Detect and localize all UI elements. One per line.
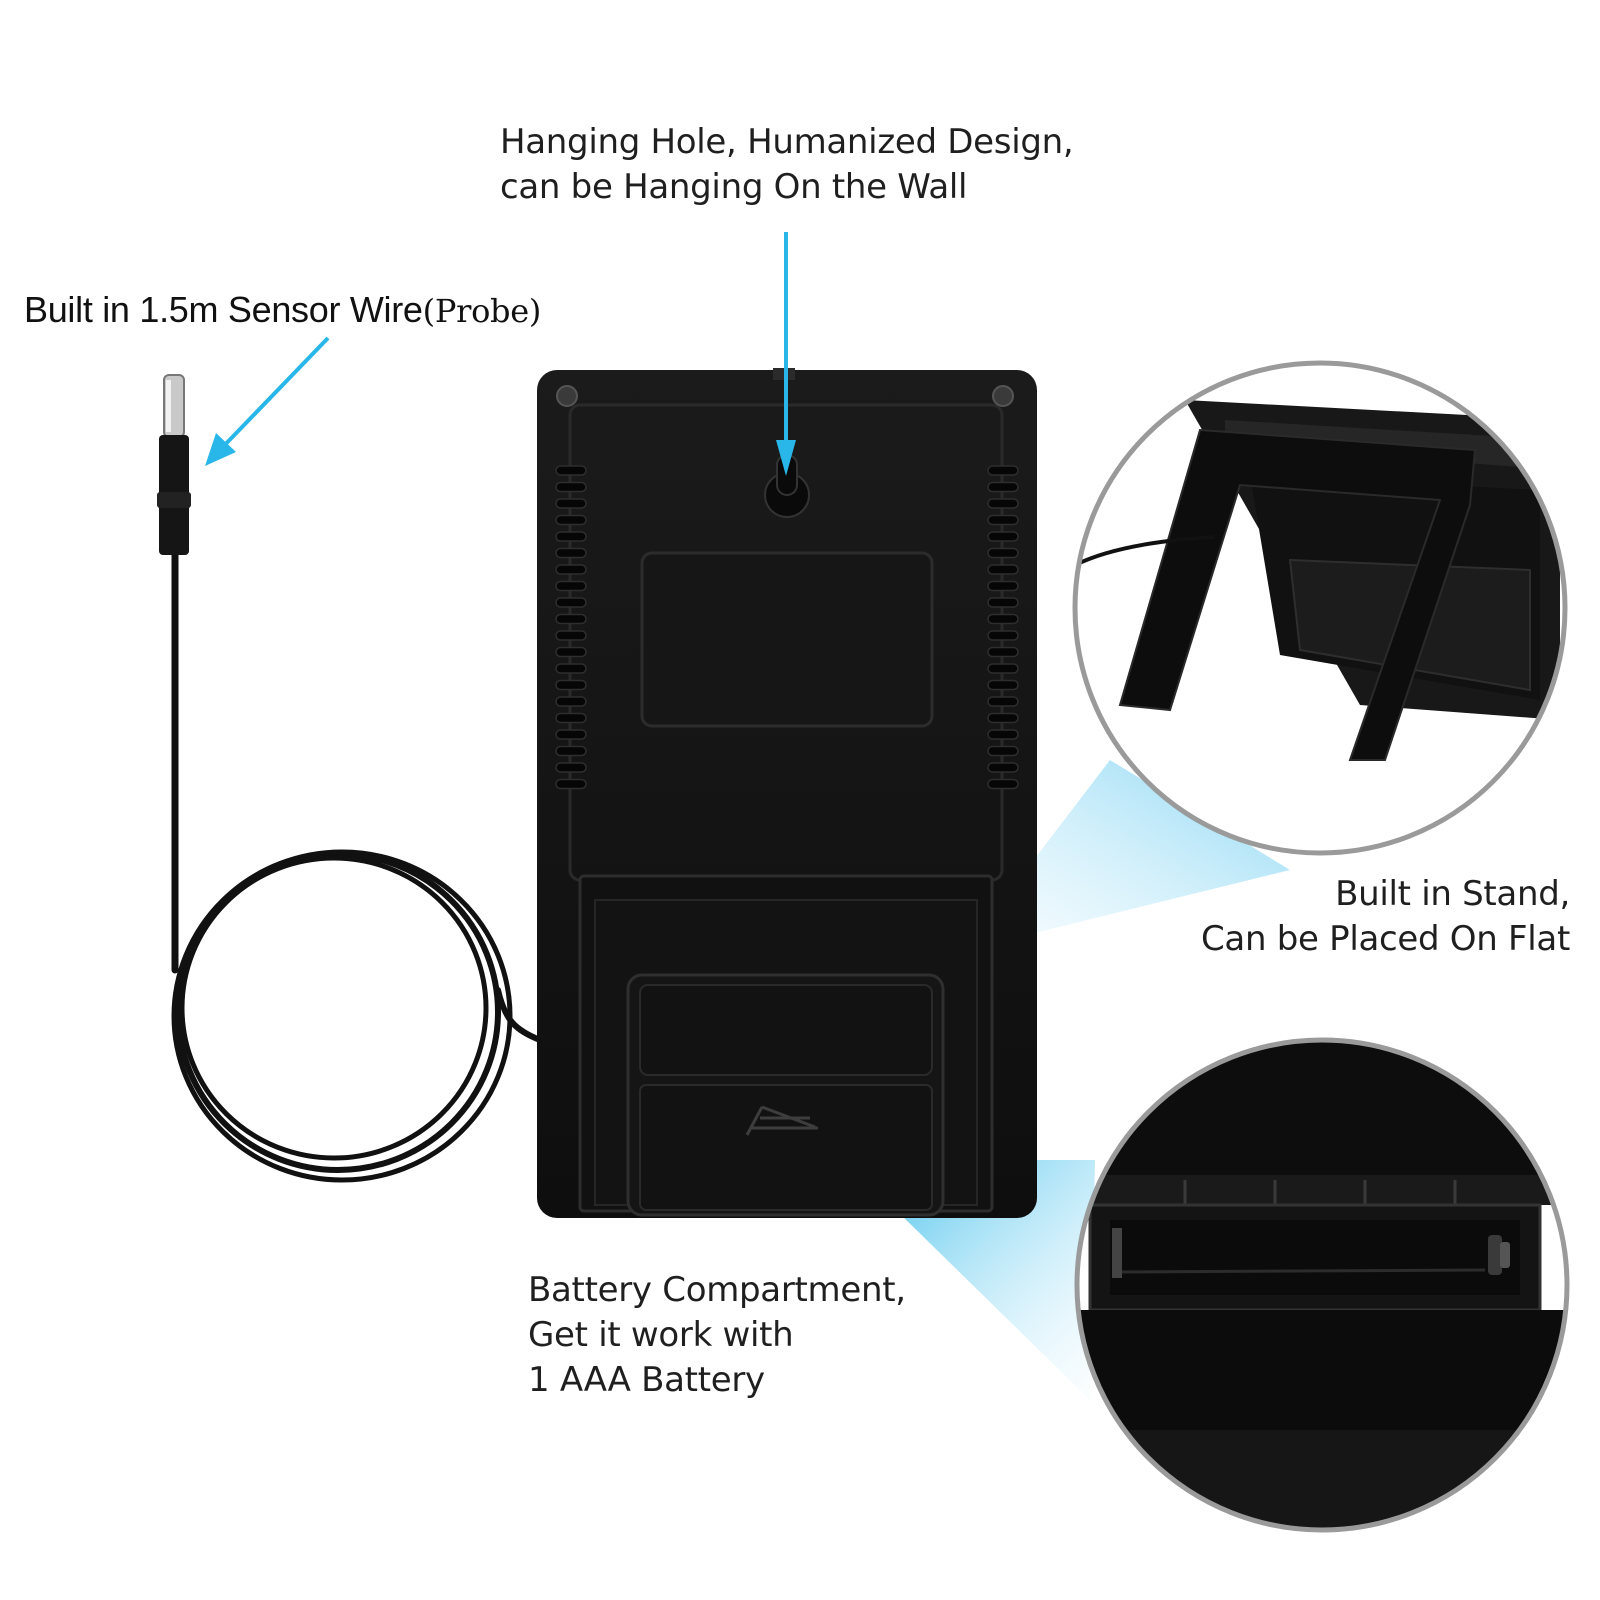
vent-slot (987, 564, 1019, 575)
vent-slot (555, 547, 587, 559)
vent-slot (987, 745, 1019, 757)
arrow-hanging-hole (776, 232, 796, 476)
battery-caption-line3: 1 AAA Battery (528, 1360, 765, 1401)
vent-slot (555, 762, 587, 773)
vent-slot (555, 564, 587, 575)
hanging-hole-caption-line1: Hanging Hole, Humanized Design, (500, 122, 1074, 162)
vent-slot (555, 630, 587, 641)
vent-slot (555, 498, 587, 509)
vent-slot (987, 465, 1019, 476)
vent-slot (987, 580, 1019, 592)
vent-slot (987, 630, 1019, 641)
battery-zoom-beam (845, 1160, 1095, 1400)
stand-zoom-beam (965, 760, 1290, 950)
vent-slot (555, 613, 587, 625)
vent-slot (987, 696, 1019, 707)
vent-slot (987, 729, 1019, 740)
vent-slot (987, 762, 1019, 773)
battery-caption-line1: Battery Compartment, (528, 1270, 906, 1310)
battery-zoom-lens (1074, 1037, 1570, 1533)
battery-caption-line2: Get it work with (528, 1315, 794, 1356)
arrow-sensor-wire (205, 336, 330, 466)
probe-icon (157, 374, 191, 555)
vent-slot (555, 646, 587, 658)
screw-left-icon (556, 385, 578, 407)
vent-slot (555, 465, 587, 476)
screw-right-icon (992, 385, 1014, 407)
vent-slot (555, 531, 587, 542)
sensor-wire-caption-probe: (Probe) (422, 292, 542, 330)
vent-slot (987, 597, 1019, 608)
vent-slot (555, 712, 587, 724)
stand-caption: Built in Stand, Can be Placed On Flat (1130, 872, 1570, 962)
sensor-wire-caption-main: Built in 1.5m Sensor Wire (24, 289, 423, 330)
vent-slot (555, 580, 587, 592)
vent-slot (555, 514, 587, 526)
stand-caption-line1: Built in Stand, (1335, 874, 1570, 914)
stand-caption-line2: Can be Placed On Flat (1200, 919, 1570, 960)
vent-slots-left (555, 465, 587, 790)
vent-slot (555, 481, 587, 493)
vent-slot (987, 531, 1019, 542)
vent-slot (555, 729, 587, 740)
vent-slot (987, 778, 1019, 790)
vent-slot (987, 514, 1019, 526)
vent-slot (555, 679, 587, 691)
stand-zoom-lens (1072, 360, 1568, 856)
battery-cover (626, 973, 945, 1217)
vent-slot (987, 646, 1019, 658)
thermometer-device-back (537, 368, 1037, 1218)
vent-slot (987, 547, 1019, 559)
sensor-wire-caption: Built in 1.5m Sensor Wire(Probe) (24, 286, 541, 334)
sensor-wire (171, 546, 543, 1183)
open-arrow-icon (745, 1105, 818, 1136)
vent-slot (555, 663, 587, 674)
battery-caption: Battery Compartment, Get it work with 1 … (528, 1268, 906, 1404)
vent-slot (555, 745, 587, 757)
vent-slot (987, 712, 1019, 724)
vent-slots-right (987, 465, 1019, 790)
vent-slot (555, 597, 587, 608)
hanging-hole-icon (764, 454, 810, 518)
vent-slot (987, 613, 1019, 625)
vent-slot (555, 696, 587, 707)
vent-slot (555, 778, 587, 790)
vent-slot (987, 663, 1019, 674)
vent-slot (987, 481, 1019, 493)
hanging-hole-caption-line2: can be Hanging On the Wall (500, 167, 968, 208)
vent-slot (987, 679, 1019, 691)
vent-slot (987, 498, 1019, 509)
hanging-hole-caption: Hanging Hole, Humanized Design, can be H… (500, 120, 1074, 210)
